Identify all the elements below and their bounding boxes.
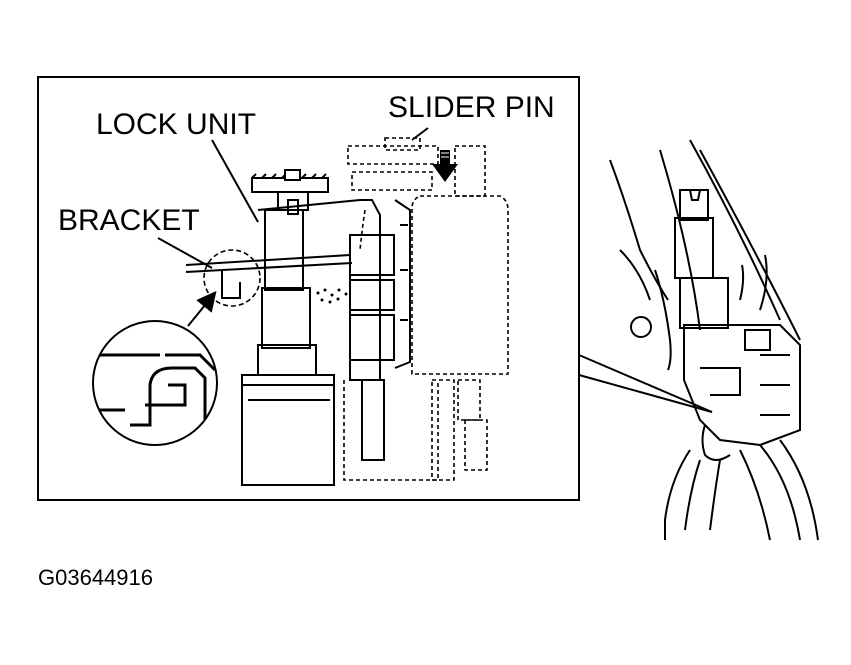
bracket-label: BRACKET <box>58 204 200 237</box>
bracket <box>185 254 353 299</box>
view-leader <box>578 354 713 413</box>
slide-direction-arrow <box>432 150 458 182</box>
detail-frame <box>37 76 580 501</box>
magnified-detail <box>92 320 218 446</box>
detail-callout-circle <box>203 249 261 307</box>
lock-unit-leader <box>211 139 259 223</box>
lock-unit <box>241 169 411 486</box>
magnify-arrow <box>187 290 217 327</box>
dot-hatching <box>316 288 348 304</box>
steering-column-assembly <box>609 139 819 541</box>
figure-code: G03644916 <box>38 565 153 590</box>
slider-pin-label: SLIDER PIN <box>388 91 555 124</box>
view-leader <box>578 374 713 413</box>
lock-unit-label: LOCK UNIT <box>96 108 257 141</box>
slider-pin <box>343 137 509 481</box>
